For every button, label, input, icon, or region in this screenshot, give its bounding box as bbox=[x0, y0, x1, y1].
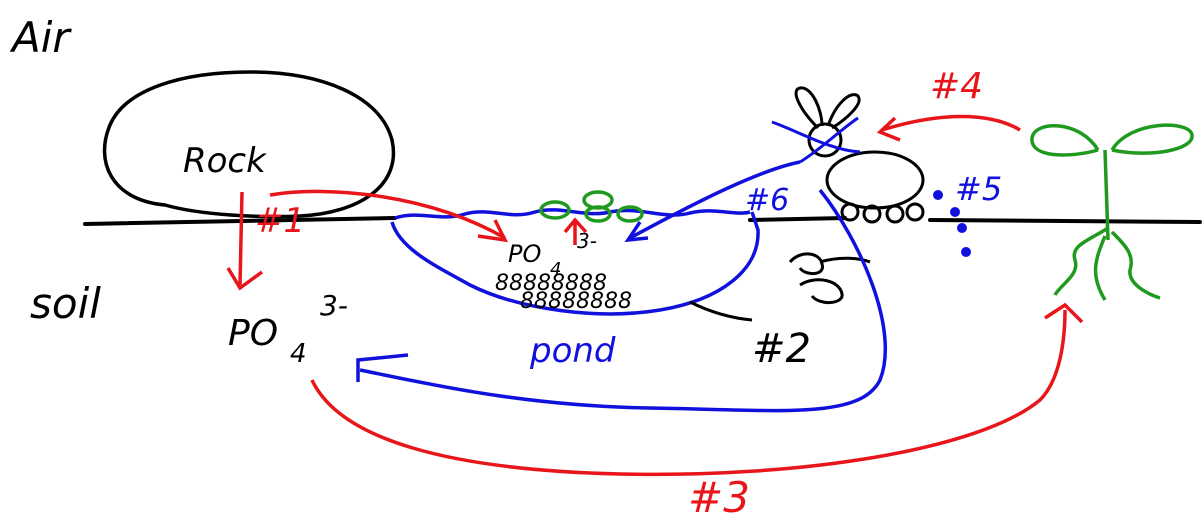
step1-arrow-down bbox=[238, 191, 244, 286]
step1-arrow-to-pond bbox=[269, 189, 506, 240]
plant-leaf-right bbox=[1110, 123, 1194, 155]
sediment-row-2: 88888888 bbox=[520, 289, 632, 314]
step6-arrowhead-soil bbox=[356, 353, 409, 382]
po4-pond-superscript: 3- bbox=[577, 229, 597, 253]
herbivore-foot-3 bbox=[885, 204, 905, 224]
pond: pond PO 4 3- 88888888 88888888 bbox=[390, 190, 760, 371]
step6-arrow-to-pond bbox=[629, 160, 801, 240]
step3-arrow-path bbox=[310, 309, 1067, 477]
step6-arrows: #6 bbox=[356, 160, 888, 413]
po4-soil-text: PO bbox=[228, 313, 278, 354]
step6-label: #6 bbox=[745, 183, 789, 218]
herbivore-ear-right bbox=[826, 93, 861, 130]
ground-line bbox=[83, 216, 1202, 226]
rock-outline bbox=[102, 70, 396, 219]
herbivore-cross bbox=[771, 116, 861, 164]
plant bbox=[1030, 123, 1194, 301]
sediment-row-1: 88888888 bbox=[495, 271, 607, 296]
waste-dots bbox=[933, 190, 971, 257]
step2-leader bbox=[689, 300, 753, 322]
step1-label: #1 bbox=[255, 201, 305, 241]
plant-stem bbox=[1103, 149, 1110, 241]
step1-arrows: #1 bbox=[226, 189, 509, 291]
pond-basin bbox=[390, 211, 760, 316]
step4-arrowhead bbox=[876, 116, 901, 142]
step4-arrow: #4 bbox=[876, 66, 1021, 142]
plant-leaf-left bbox=[1030, 124, 1100, 157]
herbivore-foot-1 bbox=[840, 202, 860, 222]
soil-label: soil bbox=[30, 279, 101, 328]
step3-arrowhead bbox=[1044, 302, 1084, 324]
pond-label: pond bbox=[529, 331, 616, 371]
po4-soil-superscript: 3- bbox=[320, 289, 348, 322]
step1-arrowhead-down bbox=[226, 267, 264, 291]
step5-label: #5 bbox=[955, 170, 1002, 208]
step1-arrowhead-pond bbox=[477, 219, 509, 243]
step4-label: #4 bbox=[930, 66, 983, 107]
herbivore-ear-left bbox=[794, 86, 824, 130]
rock: Rock bbox=[102, 70, 396, 219]
herbivore-foot-2 bbox=[862, 204, 882, 224]
squiggle bbox=[788, 252, 871, 304]
herbivore-head bbox=[807, 122, 843, 158]
step2-label: #2 bbox=[752, 326, 811, 372]
step5-group: #5 bbox=[933, 170, 1002, 257]
air-label: Air bbox=[9, 13, 72, 62]
plant-roots bbox=[1053, 226, 1161, 301]
herbivore-body bbox=[825, 150, 925, 210]
po4-pond-text: PO bbox=[508, 240, 541, 268]
step6-arrowhead-pond bbox=[624, 221, 649, 243]
algae bbox=[539, 190, 644, 223]
step3-arrow: #3 bbox=[310, 302, 1084, 522]
herbivore bbox=[794, 86, 925, 224]
step6-arrow-to-soil bbox=[359, 188, 888, 413]
po4-soil: PO 4 3- bbox=[228, 289, 348, 369]
step3-label: #3 bbox=[688, 473, 750, 521]
po4-soil-subscript: 4 bbox=[290, 339, 307, 369]
rock-label: Rock bbox=[183, 141, 267, 181]
algae-uptake-arrow bbox=[563, 217, 588, 245]
herbivore-foot-4 bbox=[905, 202, 925, 222]
po4-pond-subscript: 4 bbox=[550, 259, 561, 280]
step4-arrow-path bbox=[881, 114, 1021, 132]
